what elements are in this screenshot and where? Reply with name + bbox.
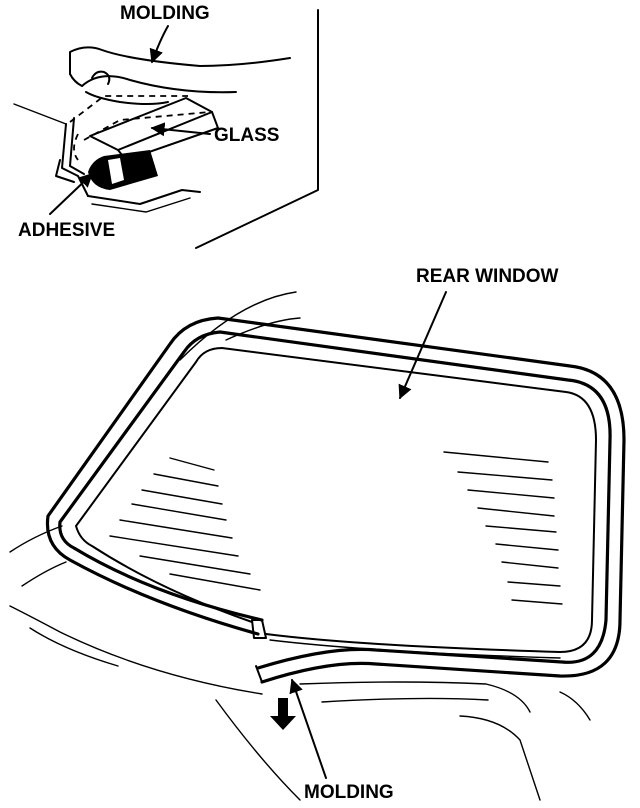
label-adhesive: ADHESIVE bbox=[18, 220, 115, 241]
label-molding-top: MOLDING bbox=[120, 3, 210, 24]
molding-free-end bbox=[251, 619, 267, 639]
glass-edge bbox=[75, 347, 597, 653]
body-flange bbox=[13, 103, 201, 213]
molding-cross-section bbox=[69, 46, 291, 105]
detail-inset: MOLDING GLASS ADHESIVE bbox=[13, 3, 319, 249]
molding-cut-end bbox=[255, 665, 263, 683]
arrow-down-icon bbox=[270, 698, 296, 730]
inset-border bbox=[195, 9, 319, 249]
label-glass: GLASS bbox=[214, 125, 279, 146]
car-body-contours bbox=[9, 291, 591, 801]
label-molding-bottom: MOLDING bbox=[304, 782, 394, 803]
leader-molding-top bbox=[149, 25, 169, 64]
glass-panel bbox=[69, 95, 219, 161]
rear-window-view: REAR WINDOW MOLDING bbox=[9, 266, 626, 803]
adhesive-bead bbox=[88, 150, 158, 190]
glass-reflection-left bbox=[109, 457, 261, 591]
label-rear-window: REAR WINDOW bbox=[416, 266, 559, 287]
leader-glass bbox=[150, 122, 211, 137]
glass-reflection-right bbox=[443, 451, 563, 605]
leader-rear-window bbox=[398, 291, 447, 400]
leader-molding-bottom bbox=[289, 678, 327, 779]
molding-inner-edge bbox=[45, 316, 626, 684]
leader-adhesive bbox=[49, 173, 94, 215]
